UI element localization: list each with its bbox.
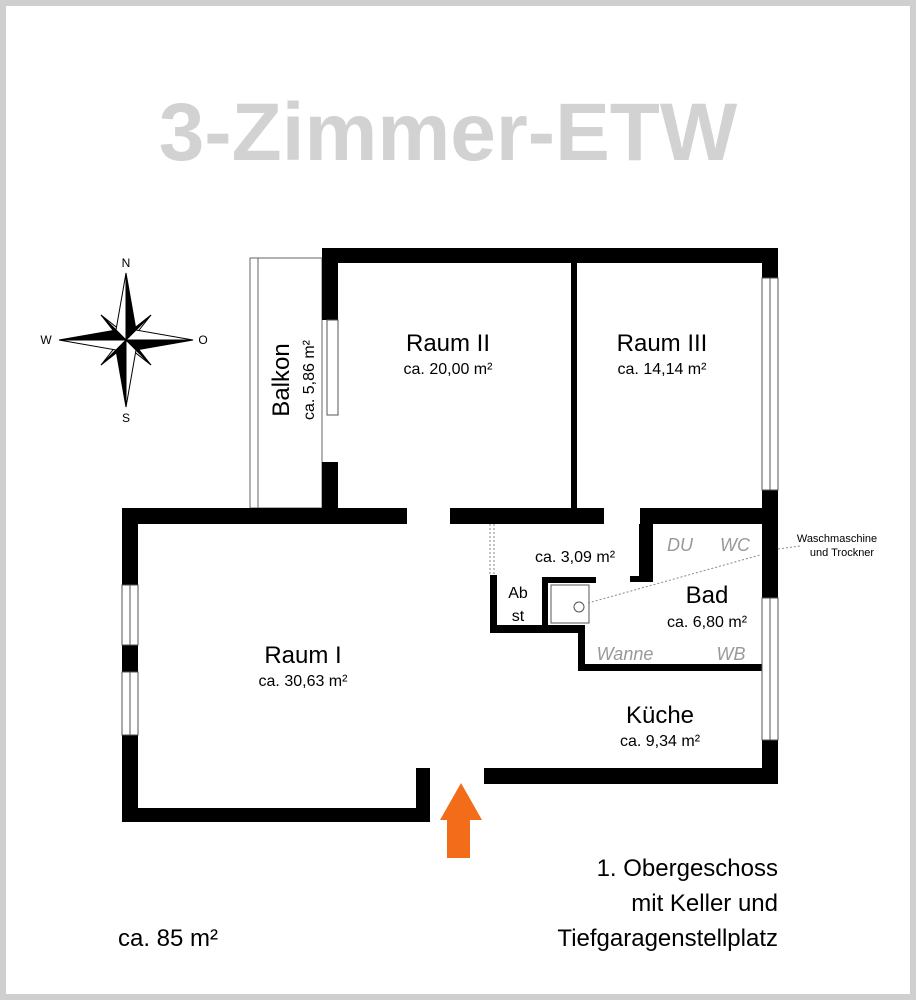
fixture-wanne: Wanne: [597, 644, 654, 664]
kueche-area: ca. 9,34 m²: [620, 733, 701, 750]
info-line-1: 1. Obergeschoss: [597, 855, 778, 882]
total-area: ca. 85 m²: [118, 925, 218, 952]
compass-west: W: [40, 333, 52, 347]
annotation-line-2: und Trockner: [810, 547, 875, 559]
compass-east: O: [198, 333, 207, 347]
kueche-name: Küche: [626, 702, 694, 729]
annotation-leader-2: [777, 545, 801, 550]
abst-label-2: st: [512, 608, 525, 625]
balkon-name: Balkon: [268, 343, 295, 416]
flur-area: ca. 3,09 m²: [535, 549, 616, 566]
fixture-wc: WC: [720, 535, 751, 555]
balkon-area: ca. 5,86 m²: [301, 339, 318, 420]
windows: [121, 277, 779, 741]
info-line-3: Tiefgaragenstellplatz: [557, 925, 778, 952]
plan-title: 3-Zimmer-ETW: [159, 87, 738, 178]
compass-south: S: [122, 411, 130, 425]
raum3-name: Raum III: [617, 330, 708, 357]
fixture-du: DU: [667, 535, 694, 555]
raum1-name: Raum I: [264, 642, 341, 669]
raum2-area: ca. 20,00 m²: [404, 361, 494, 378]
bad-area: ca. 6,80 m²: [667, 614, 748, 631]
bad-name: Bad: [686, 582, 729, 609]
compass-north: N: [122, 256, 131, 270]
compass-rose-icon: [58, 272, 194, 408]
abst-label-1: Ab: [508, 585, 528, 602]
washer-icon: [573, 601, 585, 613]
washer-box: [550, 584, 590, 624]
walls: [122, 248, 778, 822]
info-line-2: mit Keller und: [631, 890, 778, 917]
raum3-area: ca. 14,14 m²: [618, 361, 708, 378]
fixture-wb: WB: [717, 644, 746, 664]
entrance-arrow-icon: [440, 783, 482, 858]
annotation-leader: [587, 554, 761, 604]
raum1-area: ca. 30,63 m²: [259, 673, 349, 690]
raum2-name: Raum II: [406, 330, 490, 357]
annotation-line-1: Waschmaschine: [797, 533, 877, 545]
